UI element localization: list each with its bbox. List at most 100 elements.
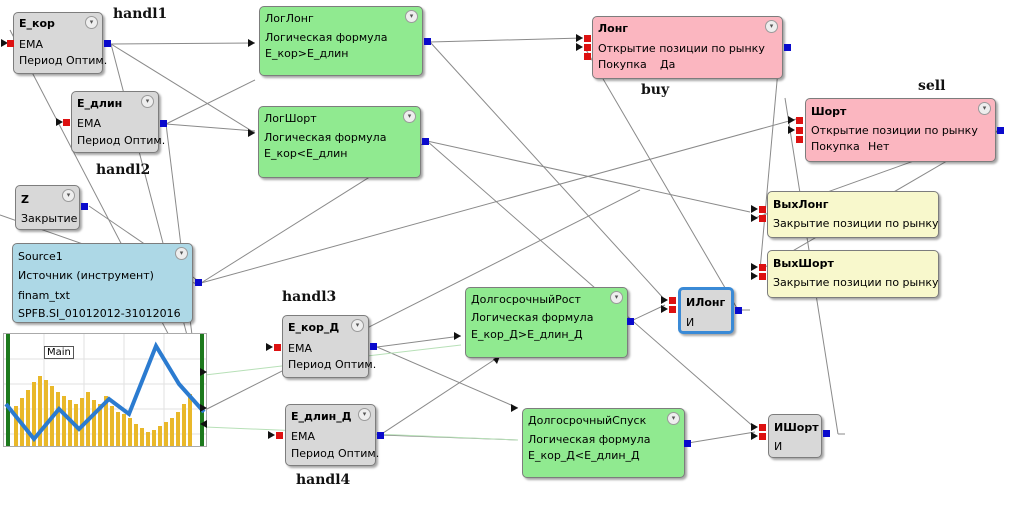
chevron-down-icon[interactable]: ▾	[175, 247, 188, 260]
output-pin[interactable]	[81, 203, 88, 210]
input-pin[interactable]	[759, 215, 766, 222]
chevron-down-icon[interactable]: ▾	[85, 16, 98, 29]
node-param: Период Оптим.	[19, 54, 108, 67]
output-pin[interactable]	[422, 138, 429, 145]
handle-label-handl3: handl3	[282, 289, 337, 305]
chevron-down-icon[interactable]: ▾	[403, 110, 416, 123]
node-e-dlin-d[interactable]: ▾ Е_длин_Д EMA Период Оптим.	[285, 404, 380, 466]
output-pin[interactable]	[735, 307, 742, 314]
input-arrow-icon	[200, 420, 207, 428]
node-long-fall[interactable]: ▾ ДолгосрочныйСпуск Логическая формула Е…	[522, 408, 685, 478]
node-operation: EMA	[77, 117, 101, 130]
input-arrow-icon	[788, 126, 795, 134]
node-param: Период Оптим.	[77, 134, 166, 147]
chevron-down-icon[interactable]: ▾	[358, 408, 371, 421]
node-e-kor[interactable]: ▾ Е_кор EMA Период Оптим.	[13, 12, 107, 74]
input-pin[interactable]	[759, 264, 766, 271]
node-long[interactable]: ▾ Лонг Открытие позиции по рынку Покупка…	[592, 16, 783, 79]
handle-label-handl4: handl4	[296, 472, 351, 488]
node-operation: EMA	[291, 430, 315, 443]
price-chart-thumbnail[interactable]: Main	[3, 333, 207, 447]
input-pin[interactable]	[276, 432, 283, 439]
node-action: Открытие позиции по рынку	[598, 42, 765, 55]
node-e-dlin[interactable]: ▾ Е_длин EMA Период Оптим.	[71, 91, 165, 153]
output-pin[interactable]	[377, 432, 384, 439]
output-pin[interactable]	[160, 120, 167, 127]
output-pin[interactable]	[104, 40, 111, 47]
chart-label: Main	[44, 346, 74, 359]
input-pin[interactable]	[584, 53, 591, 60]
node-title: Е_кор	[19, 17, 55, 30]
input-pin[interactable]	[669, 297, 676, 304]
chevron-down-icon[interactable]: ▾	[765, 20, 778, 33]
input-pin[interactable]	[796, 136, 803, 143]
node-param-name: Покупка	[811, 140, 860, 153]
input-arrow-icon	[751, 205, 758, 213]
node-title: Source1	[18, 250, 63, 263]
input-arrow-icon	[200, 368, 207, 376]
output-pin[interactable]	[424, 38, 431, 45]
node-exit-long[interactable]: ВыхЛонг Закрытие позиции по рынку	[767, 191, 939, 238]
chevron-down-icon[interactable]: ▾	[141, 95, 154, 108]
node-formula: Е_кор>Е_длин	[265, 47, 349, 60]
output-pin[interactable]	[997, 127, 1004, 134]
input-arrow-icon	[751, 214, 758, 222]
input-pin[interactable]	[759, 433, 766, 440]
input-arrow-icon	[751, 272, 758, 280]
node-short[interactable]: ▾ Шорт Открытие позиции по рынку Покупка…	[805, 98, 996, 162]
input-arrow-icon	[576, 34, 583, 42]
node-title: ДолгосрочныйСпуск	[528, 414, 647, 427]
input-pin[interactable]	[584, 35, 591, 42]
input-pin[interactable]	[796, 117, 803, 124]
input-pin[interactable]	[63, 119, 70, 126]
chevron-down-icon[interactable]: ▾	[405, 10, 418, 23]
chevron-down-icon[interactable]: ▾	[978, 102, 991, 115]
node-title: ЛогШорт	[264, 112, 317, 125]
node-title: Е_кор_Д	[288, 321, 340, 334]
node-e-kor-d[interactable]: ▾ Е_кор_Д EMA Период Оптим.	[282, 315, 376, 378]
chevron-down-icon[interactable]: ▾	[610, 291, 623, 304]
node-log-long[interactable]: ▾ ЛогЛонг Логическая формула Е_кор>Е_дли…	[259, 6, 423, 76]
input-pin[interactable]	[669, 306, 676, 313]
node-operation: И	[774, 440, 783, 453]
node-formula-label: Логическая формула	[528, 433, 651, 446]
input-pin[interactable]	[759, 206, 766, 213]
node-title: ВыхШорт	[773, 257, 834, 270]
input-pin[interactable]	[796, 127, 803, 134]
node-source1[interactable]: ▾ Source1 Источник (инструмент) finam_tx…	[12, 243, 193, 323]
output-pin[interactable]	[823, 430, 830, 437]
node-long-rise[interactable]: ▾ ДолгосрочныйРост Логическая формула Е_…	[465, 287, 628, 358]
input-arrow-icon	[56, 118, 63, 126]
node-param: Период Оптим.	[291, 447, 380, 460]
handle-label-sell: sell	[918, 78, 946, 94]
input-pin[interactable]	[759, 424, 766, 431]
output-pin[interactable]	[627, 318, 634, 325]
output-pin[interactable]	[784, 44, 791, 51]
node-exit-short[interactable]: ВыхШорт Закрытие позиции по рынку	[767, 250, 939, 298]
input-arrow-icon	[751, 432, 758, 440]
input-arrow-icon	[661, 305, 668, 313]
input-pin[interactable]	[7, 40, 14, 47]
node-title: ВыхЛонг	[773, 198, 829, 211]
chevron-down-icon[interactable]: ▾	[351, 319, 364, 332]
chevron-down-icon[interactable]: ▾	[62, 189, 75, 202]
node-output: Закрытие	[21, 212, 78, 225]
node-z[interactable]: ▾ Z Закрытие	[15, 185, 80, 230]
handle-label-buy: buy	[641, 82, 670, 98]
input-arrow-icon	[751, 423, 758, 431]
node-and-short[interactable]: ИШорт И	[768, 414, 822, 458]
node-formula-label: Логическая формула	[471, 311, 594, 324]
node-and-long[interactable]: ИЛонг И	[678, 287, 734, 334]
node-formula: Е_кор_Д>Е_длин_Д	[471, 328, 583, 341]
output-pin[interactable]	[370, 343, 377, 350]
input-pin[interactable]	[759, 273, 766, 280]
chevron-down-icon[interactable]: ▾	[667, 412, 680, 425]
node-formula-label: Логическая формула	[264, 131, 387, 144]
node-formula: Е_кор_Д<Е_длин_Д	[528, 449, 640, 462]
node-title: ЛогЛонг	[265, 12, 314, 25]
input-pin[interactable]	[584, 44, 591, 51]
input-pin[interactable]	[274, 344, 281, 351]
output-pin[interactable]	[195, 279, 202, 286]
node-log-short[interactable]: ▾ ЛогШорт Логическая формула Е_кор<Е_дли…	[258, 106, 421, 178]
output-pin[interactable]	[684, 440, 691, 447]
